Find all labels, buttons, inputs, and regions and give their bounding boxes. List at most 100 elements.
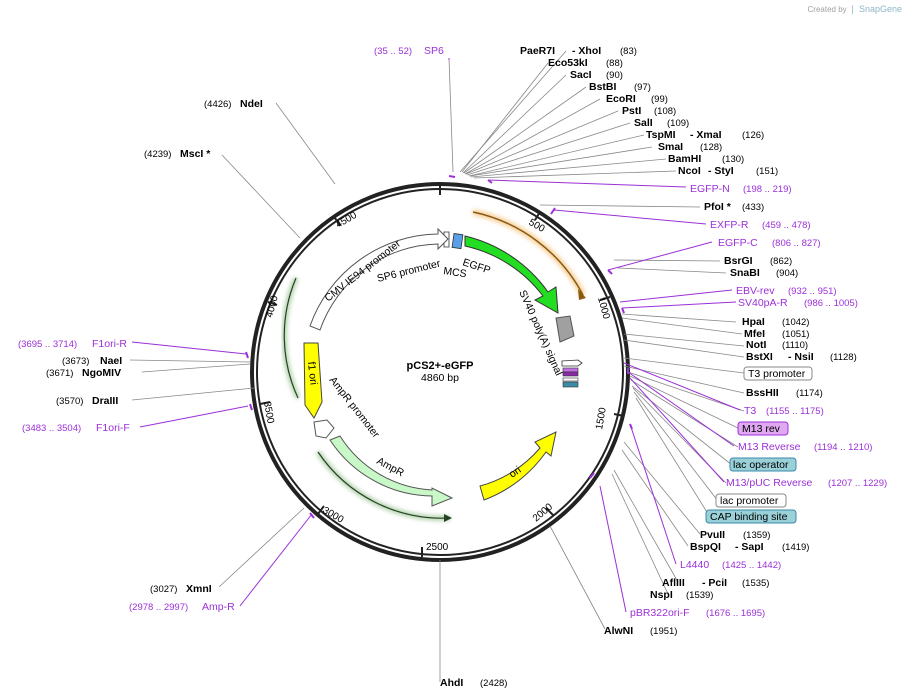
lac-operator-label: lac operator bbox=[733, 459, 789, 471]
enzyme-ahdi-pos: (2428) bbox=[480, 678, 507, 689]
primer-l4440-pos: (1425 .. 1442) bbox=[722, 560, 781, 571]
enzyme-ngomiv[interactable]: NgoMIV bbox=[82, 367, 121, 379]
enzyme-xmai[interactable]: - XmaI bbox=[690, 129, 722, 141]
enzyme-snabi[interactable]: SnaBI bbox=[730, 267, 760, 279]
enzyme-sali[interactable]: SalI bbox=[634, 117, 653, 129]
enzyme-smai-pos: (128) bbox=[700, 142, 722, 153]
enzyme-ecori-pos: (99) bbox=[651, 94, 668, 105]
enzyme-naei[interactable]: NaeI bbox=[100, 355, 122, 367]
enzyme-sapi[interactable]: - SapI bbox=[735, 541, 764, 553]
primer-f1ori-f-pos: (3483 .. 3504) bbox=[22, 423, 81, 434]
enzyme-draiii-pos: (3570) bbox=[56, 396, 83, 407]
enzyme-ahdi[interactable]: AhdI bbox=[440, 677, 463, 689]
enzyme-noti-pos: (1110) bbox=[782, 340, 808, 351]
enzyme-pcii[interactable]: - PciI bbox=[702, 577, 727, 589]
enzyme-bamhi[interactable]: BamHI bbox=[668, 153, 701, 165]
snapgene-watermark: Created by ❘ SnapGene bbox=[808, 4, 902, 15]
primer-exfp-r[interactable]: EXFP-R bbox=[710, 219, 749, 231]
enzyme-saci[interactable]: SacI bbox=[570, 69, 592, 81]
ampr-arc-arrowhead bbox=[444, 514, 452, 522]
primer-l4440[interactable]: L4440 bbox=[680, 559, 709, 571]
mcs-label: MCS bbox=[443, 265, 468, 280]
enzyme-msci[interactable]: MscI * bbox=[180, 148, 211, 160]
ring-ticks bbox=[259, 182, 625, 557]
enzyme-bsrgi-pos: (862) bbox=[770, 256, 792, 267]
egfp-arc-line bbox=[472, 211, 584, 296]
primer-m13-reverse[interactable]: M13 Reverse bbox=[738, 441, 801, 453]
enzyme-bstbi[interactable]: BstBI bbox=[589, 81, 617, 93]
cap-binding-site-box[interactable] bbox=[705, 509, 797, 524]
enzyme-psti[interactable]: PstI bbox=[622, 105, 641, 117]
primer-m13-puc-reverse[interactable]: M13/pUC Reverse bbox=[726, 477, 813, 489]
enzyme-bsshii[interactable]: BssHII bbox=[746, 387, 779, 399]
lac-operator-box[interactable] bbox=[729, 457, 797, 472]
primer-f1ori-r-pos: (3695 .. 3714) bbox=[18, 339, 77, 350]
enzyme-bstxi[interactable]: BstXI bbox=[746, 351, 773, 363]
primer-t3[interactable]: T3 bbox=[744, 405, 756, 417]
lac-promoter-box[interactable] bbox=[715, 493, 787, 508]
cap-binding-site-label: CAP binding site bbox=[710, 511, 788, 523]
enzyme-pvuii-pos: (1359) bbox=[743, 530, 770, 541]
enzyme-eco53ki[interactable]: Eco53kI bbox=[548, 57, 588, 69]
snapgene-logo: ❘ SnapGene bbox=[848, 4, 902, 14]
enzyme-eco53ki-pos: (88) bbox=[606, 58, 623, 69]
enzyme-labels-upper-right: PaeR7I - XhoI (83) Eco53kI (88) SacI (90… bbox=[520, 45, 778, 177]
enzyme-tspmi-pos: (126) bbox=[742, 130, 764, 141]
primer-sv40pa-r[interactable]: SV40pA-R bbox=[738, 297, 788, 309]
enzyme-noti[interactable]: NotI bbox=[746, 339, 766, 351]
enzyme-pfoi[interactable]: PfoI * bbox=[704, 201, 732, 213]
enzyme-hpai[interactable]: HpaI bbox=[742, 316, 765, 328]
enzyme-bsrgi[interactable]: BsrGI bbox=[724, 255, 753, 267]
enzyme-bamhi-pos: (130) bbox=[722, 154, 744, 165]
primer-f1ori-f[interactable]: F1ori-F bbox=[96, 422, 130, 434]
tick-1500: 1500 bbox=[594, 406, 609, 430]
m13-rev-label: M13 rev bbox=[742, 423, 781, 435]
enzyme-bspqi-pos: (1419) bbox=[782, 542, 809, 553]
enzyme-sali-pos: (109) bbox=[667, 118, 689, 129]
lac-promoter-label: lac promoter bbox=[720, 495, 779, 507]
primer-sv40pa-r-pos: (986 .. 1005) bbox=[804, 298, 858, 309]
primer-egfp-n[interactable]: EGFP-N bbox=[690, 183, 730, 195]
primer-sp6-pos: (35 .. 52) bbox=[374, 46, 412, 57]
enzyme-smai[interactable]: SmaI bbox=[658, 141, 683, 153]
f1-ori-arrow bbox=[303, 342, 323, 419]
primer-pbr322ori-f[interactable]: pBR322ori-F bbox=[630, 607, 690, 619]
plasmid-name: pCS2+-eGFP bbox=[407, 360, 474, 372]
enzyme-afliii[interactable]: AflIII bbox=[662, 577, 685, 589]
enzyme-ecori[interactable]: EcoRI bbox=[606, 93, 636, 105]
enzyme-alwni[interactable]: AlwNI bbox=[604, 625, 633, 637]
ori-arrow bbox=[479, 431, 557, 501]
enzyme-bspqi[interactable]: BspQI bbox=[690, 541, 721, 553]
enzyme-styi[interactable]: - StyI bbox=[708, 165, 734, 177]
enzyme-pfoi-pos: (433) bbox=[742, 202, 764, 213]
enzyme-xhoi[interactable]: - XhoI bbox=[572, 45, 601, 57]
enzyme-afliii-pos: (1535) bbox=[742, 578, 769, 589]
enzyme-pvuii[interactable]: PvuII bbox=[700, 529, 725, 541]
enzyme-bsshii-pos: (1174) bbox=[796, 388, 823, 399]
sp6-promoter-label: SP6 promoter bbox=[376, 257, 442, 284]
enzyme-draiii[interactable]: DraIII bbox=[92, 395, 118, 407]
primer-egfp-c[interactable]: EGFP-C bbox=[718, 237, 758, 249]
enzyme-paer7i[interactable]: PaeR7I bbox=[520, 45, 555, 57]
primer-amp-r-pos: (2978 .. 2997) bbox=[129, 602, 188, 613]
enzyme-nspi[interactable]: NspI bbox=[650, 589, 673, 601]
enzyme-tspmi[interactable]: TspMI bbox=[646, 129, 676, 141]
tick-2500: 2500 bbox=[426, 542, 449, 553]
enzyme-ncoi-pos: (151) bbox=[756, 166, 778, 177]
primer-amp-r[interactable]: Amp-R bbox=[202, 601, 235, 613]
enzyme-naei-pos: (3673) bbox=[62, 356, 89, 367]
enzyme-ndei[interactable]: NdeI bbox=[240, 98, 263, 110]
enzyme-mfei[interactable]: MfeI bbox=[744, 328, 765, 340]
connector-lines-primers bbox=[131, 58, 741, 613]
enzyme-psti-pos: (108) bbox=[654, 106, 676, 117]
enzyme-nsii[interactable]: - NsiI bbox=[788, 351, 814, 363]
enzyme-msci-pos: (4239) bbox=[144, 149, 171, 160]
enzyme-xmni[interactable]: XmnI bbox=[186, 583, 212, 595]
primer-f1ori-r[interactable]: F1ori-R bbox=[92, 338, 127, 350]
primer-sp6[interactable]: SP6 bbox=[424, 45, 444, 57]
enzyme-ncoi[interactable]: NcoI bbox=[678, 165, 701, 177]
primer-ebv-rev[interactable]: EBV-rev bbox=[736, 285, 775, 297]
t3-promoter-box[interactable] bbox=[743, 366, 813, 381]
enzyme-ndei-pos: (4426) bbox=[204, 99, 231, 110]
m13-rev-box[interactable] bbox=[737, 421, 789, 436]
